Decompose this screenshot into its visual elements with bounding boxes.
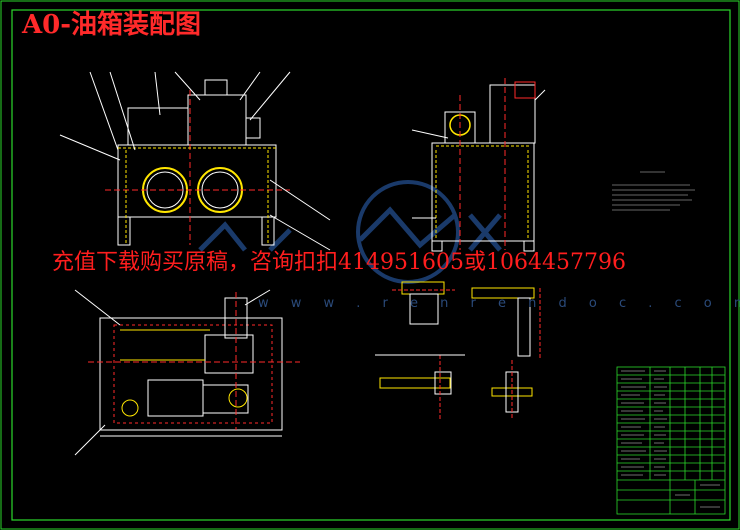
- parts-list-table: [616, 366, 726, 515]
- detail-views: [375, 281, 541, 420]
- technical-notes: [612, 171, 695, 211]
- side-view: [411, 78, 546, 252]
- parts-list-entries: [621, 370, 720, 508]
- top-view: [74, 289, 300, 456]
- watermark-url: w w w . r e n r e n d o c . c o m: [258, 296, 740, 311]
- promo-banner-text: 充值下载购买原稿，咨询扣扣414951605或1064457796: [52, 250, 626, 275]
- front-view: [59, 71, 331, 251]
- drawing-title: A0-油箱装配图: [22, 10, 202, 40]
